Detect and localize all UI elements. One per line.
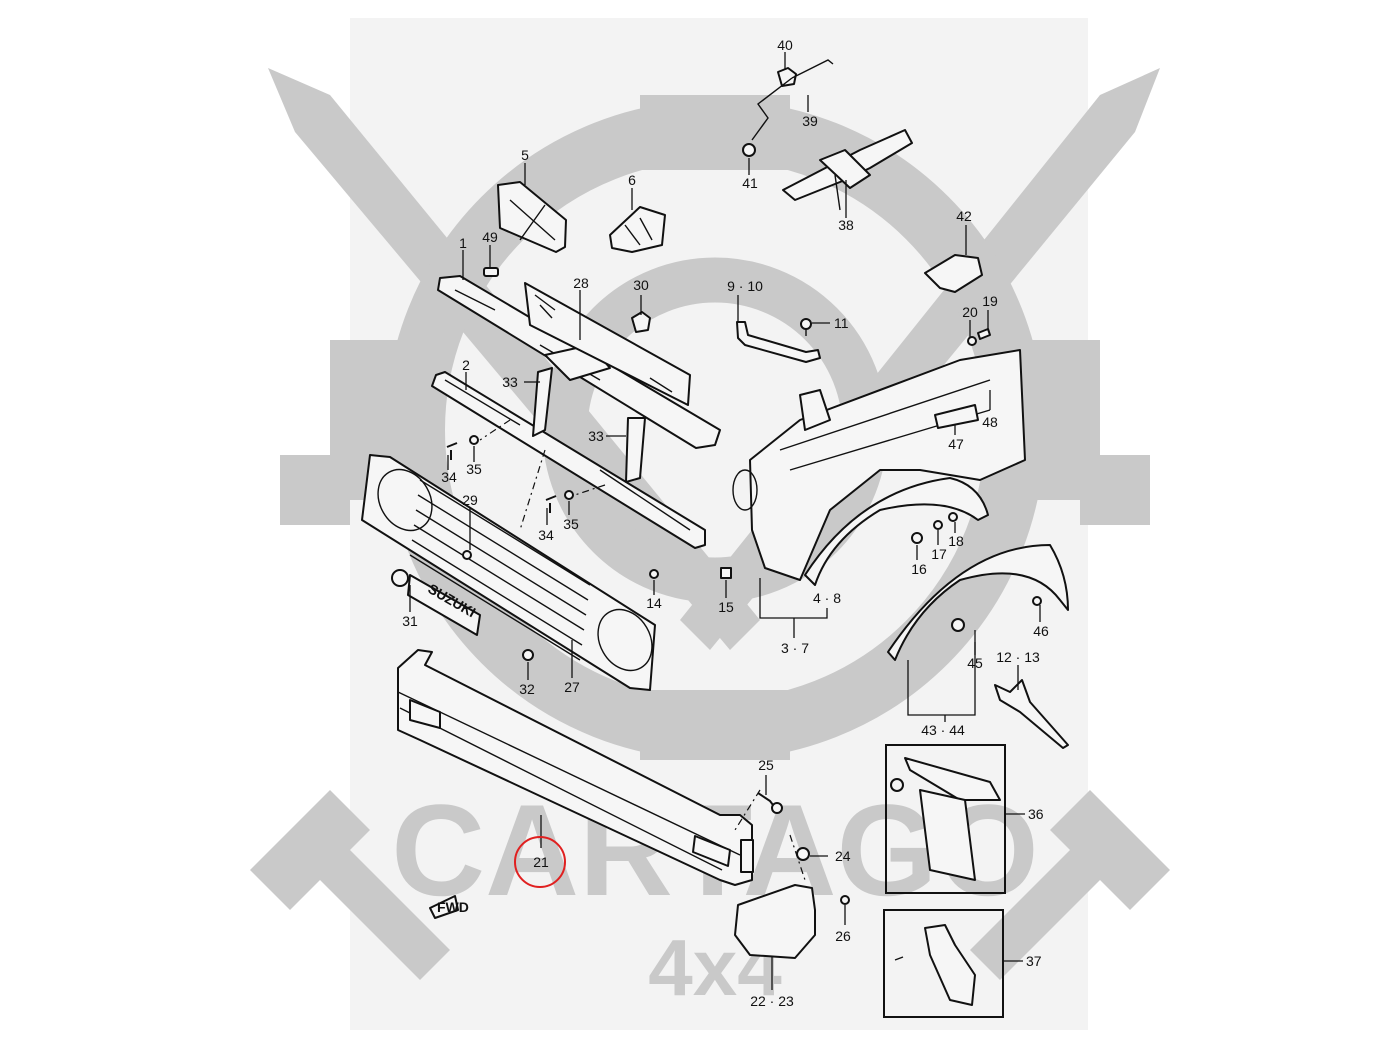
part-clip-32 xyxy=(522,649,534,661)
part-cover-42[interactable] xyxy=(924,254,983,293)
part-stay-33a[interactable] xyxy=(532,367,553,437)
leader-lines xyxy=(409,52,1041,990)
callout-19[interactable]: 19 xyxy=(982,293,998,309)
callout-34b[interactable]: 34 xyxy=(538,527,554,543)
part-clip-45 xyxy=(951,618,965,632)
callout-45[interactable]: 45 xyxy=(967,655,983,671)
callout-2[interactable]: 2 xyxy=(462,357,470,373)
callout-35a[interactable]: 35 xyxy=(466,461,482,477)
part-flare-43-44[interactable] xyxy=(887,544,1069,661)
part-jack-handle[interactable] xyxy=(742,59,834,157)
part-screw-16 xyxy=(911,532,923,544)
callout-35b[interactable]: 35 xyxy=(563,516,579,532)
callout-29[interactable]: 29 xyxy=(462,492,478,508)
part-bracket-set-37[interactable] xyxy=(883,909,1004,1018)
part-mudflap-set-36[interactable] xyxy=(885,744,1006,894)
callout-25[interactable]: 25 xyxy=(758,757,774,773)
callout-41[interactable]: 41 xyxy=(742,175,758,191)
part-bar-9-10[interactable] xyxy=(736,321,821,363)
callout-labels: 40 39 41 38 5 6 1 49 28 30 9 · 10 11 42 … xyxy=(402,37,1049,1009)
part-screw-46 xyxy=(1032,596,1042,606)
part-jack[interactable] xyxy=(782,129,913,211)
part-nut-35a xyxy=(469,435,479,445)
part-screw-34b xyxy=(545,495,557,513)
callout-14[interactable]: 14 xyxy=(646,595,662,611)
part-plate-5[interactable] xyxy=(497,181,567,253)
part-arch-4-8[interactable] xyxy=(804,477,989,586)
callout-46[interactable]: 46 xyxy=(1033,623,1049,639)
callout-33b[interactable]: 33 xyxy=(588,428,604,444)
callout-3-7[interactable]: 3 · 7 xyxy=(781,640,809,656)
callout-1[interactable]: 1 xyxy=(459,235,467,251)
callout-28[interactable]: 28 xyxy=(573,275,589,291)
watermark-logo: CARTAGO 4x4 xyxy=(250,68,1170,1012)
part-bolt-24 xyxy=(796,847,810,861)
part-screw-29 xyxy=(462,550,472,560)
callout-11[interactable]: 11 xyxy=(834,315,849,331)
callout-43-44[interactable]: 43 · 44 xyxy=(921,722,965,738)
part-nut-20 xyxy=(967,336,977,346)
part-clip-49[interactable] xyxy=(483,267,499,277)
callout-4-8[interactable]: 4 · 8 xyxy=(813,590,841,606)
part-stay-33b[interactable] xyxy=(625,417,646,483)
callout-40[interactable]: 40 xyxy=(777,37,793,53)
callout-6[interactable]: 6 xyxy=(628,172,636,188)
callout-39[interactable]: 39 xyxy=(802,113,818,129)
callout-15[interactable]: 15 xyxy=(718,599,734,615)
callout-27[interactable]: 27 xyxy=(564,679,580,695)
part-screw-26 xyxy=(840,895,850,905)
callout-37[interactable]: 37 xyxy=(1026,953,1042,969)
callout-32[interactable]: 32 xyxy=(519,681,535,697)
callout-16[interactable]: 16 xyxy=(911,561,927,577)
svg-text:FWD: FWD xyxy=(437,899,469,915)
callout-20[interactable]: 20 xyxy=(962,304,978,320)
callout-12-13[interactable]: 12 · 13 xyxy=(996,649,1040,665)
part-clip-30[interactable] xyxy=(631,311,651,333)
part-clip-15 xyxy=(720,567,732,579)
callout-36[interactable]: 36 xyxy=(1028,806,1044,822)
fwd-arrow-badge: FWD xyxy=(429,895,469,919)
callout-42[interactable]: 42 xyxy=(956,208,972,224)
highlight-circle-part-21 xyxy=(514,836,566,888)
part-screw-11[interactable] xyxy=(800,318,812,336)
part-bracket-6[interactable] xyxy=(609,206,666,253)
part-emblem-47 xyxy=(934,404,979,429)
part-screw-19 xyxy=(977,328,991,340)
callout-47[interactable]: 47 xyxy=(948,436,964,452)
callout-17[interactable]: 17 xyxy=(931,546,947,562)
part-nut-17 xyxy=(933,520,943,530)
part-nut-35b xyxy=(564,490,574,500)
callout-34a[interactable]: 34 xyxy=(441,469,457,485)
callout-33a[interactable]: 33 xyxy=(502,374,518,390)
part-front-fender-3-7[interactable] xyxy=(732,349,1026,581)
callout-48[interactable]: 48 xyxy=(982,414,998,430)
callout-26[interactable]: 26 xyxy=(835,928,851,944)
callout-24[interactable]: 24 xyxy=(835,848,851,864)
callout-49[interactable]: 49 xyxy=(482,229,498,245)
part-grille-27[interactable] xyxy=(361,454,663,691)
callout-5[interactable]: 5 xyxy=(521,147,529,163)
callout-22-23[interactable]: 22 · 23 xyxy=(750,993,794,1009)
part-clip-18 xyxy=(948,512,958,522)
callout-38[interactable]: 38 xyxy=(838,217,854,233)
part-screw-14 xyxy=(649,569,659,579)
callout-9-10[interactable]: 9 · 10 xyxy=(727,278,763,294)
callout-21[interactable]: 21 xyxy=(533,854,549,870)
callout-30[interactable]: 30 xyxy=(633,277,649,293)
part-screen-28[interactable] xyxy=(524,282,691,406)
part-screw-34a xyxy=(446,442,458,460)
part-bumper-corner-22-23[interactable] xyxy=(734,884,816,959)
part-lower-member-2[interactable] xyxy=(431,371,706,549)
callout-18[interactable]: 18 xyxy=(948,533,964,549)
part-bracket-12-13[interactable] xyxy=(994,679,1069,749)
callout-31[interactable]: 31 xyxy=(402,613,418,629)
part-front-bumper-21[interactable] xyxy=(397,649,754,886)
